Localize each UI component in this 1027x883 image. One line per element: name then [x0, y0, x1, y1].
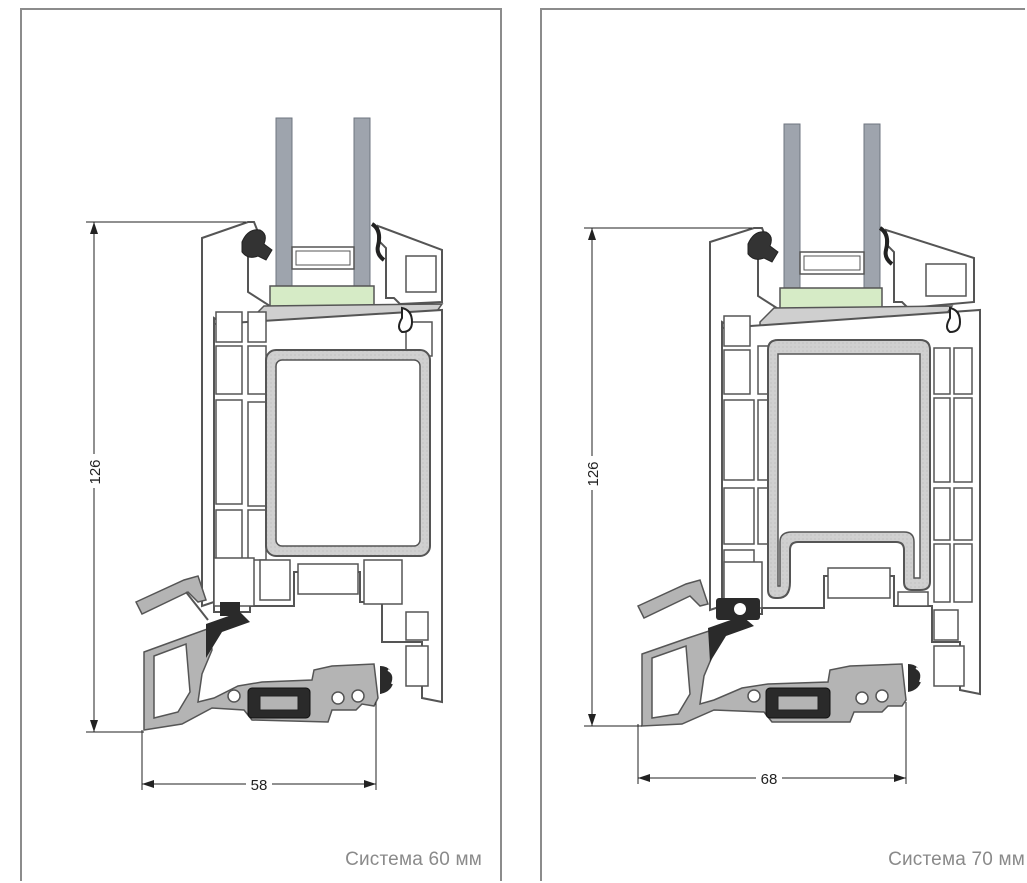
gasket-lower — [206, 612, 250, 658]
frame-profile — [641, 628, 907, 727]
gasket-top-inner — [878, 226, 894, 266]
system-caption: Система 70 мм — [888, 849, 1025, 870]
height-dimension-label: 126 — [87, 459, 104, 484]
width-dimension-label: 68 — [761, 771, 778, 788]
glass-pane-outer — [275, 117, 293, 289]
gasket-top-outer — [747, 231, 779, 263]
gasket-top-inner — [370, 222, 386, 262]
glass-pane-inner — [353, 117, 371, 289]
glass-pane-inner — [863, 123, 881, 293]
gasket-lower — [708, 616, 754, 662]
glass-pane-outer — [783, 123, 801, 293]
system-caption: Система 60 мм — [345, 849, 482, 870]
frame-profile — [143, 626, 379, 731]
drip-profile — [134, 575, 207, 615]
width-dimension-label: 58 — [251, 777, 268, 794]
height-dimension-label: 126 — [585, 461, 602, 486]
cross-section-drawing-70: 126 68 — [582, 123, 981, 788]
profile-section-70: 126 68 Система 70 мм — [540, 8, 1025, 881]
cross-section-drawing-60: 126 58 — [84, 117, 444, 794]
gasket-top-outer — [241, 229, 273, 261]
drip-profile — [636, 579, 709, 619]
profile-section-60: 126 58 Система 60 мм — [20, 8, 502, 881]
